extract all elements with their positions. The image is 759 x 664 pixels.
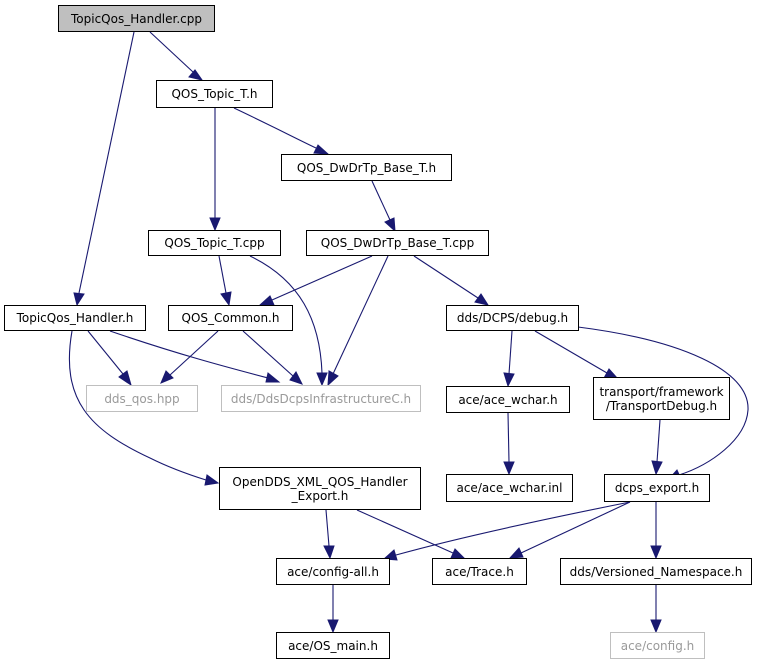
arrowhead-n1-n2 [313,144,330,155]
arrowhead-n1-n3 [209,217,221,232]
edge-n6-n9 [242,330,294,377]
node-ace-config-all-h[interactable]: ace/config-all.h [276,558,390,585]
edge-n0-n1 [149,31,194,73]
edge-n1-n2 [233,107,317,149]
node-dds-qos-hpp[interactable]: dds_qos.hpp [86,385,198,412]
node-dds-versioned-namespace-h[interactable]: dds/Versioned_Namespace.h [560,558,752,585]
edge-n7-n10 [508,330,513,375]
node-opendds-xml-qos-handler-export-h[interactable]: OpenDDS_XML_QOS_Handler _Export.h [219,467,421,510]
node-label: dds/DdsDcpsInfrastructureC.h [230,391,412,406]
arrowhead-n11-n14 [651,460,663,476]
node-label: dds/Versioned_Namespace.h [569,564,743,579]
node-label: dds_qos.hpp [104,391,180,406]
node-label-line1: OpenDDS_XML_QOS_Handler [232,474,408,489]
node-label: TopicQos_Handler.h [16,311,134,325]
arrowhead-n0-n1 [188,69,204,81]
arrowhead-n6-n8 [160,370,174,384]
edge-n6-n8 [169,330,219,376]
arrowhead-n5-n8 [118,370,132,387]
edge-n11-n14 [656,419,661,463]
arrowhead-n7-n10 [503,372,515,388]
node-label: ace/ace_wchar.inl [456,481,563,495]
edge-n4-n6 [271,255,373,301]
edge-n5-n9 [109,330,269,379]
node-label-line2: _Export.h [291,488,349,503]
node-label: QOS_Common.h [181,311,280,325]
edge-n10-n12 [507,412,510,463]
arrowhead-n13-n15 [323,545,335,560]
edge-n3-n6 [218,255,227,294]
edge-n3-n9 [249,255,323,374]
arrowhead-n14-n17 [650,545,662,560]
arrowhead-n14-n15 [382,549,398,561]
node-ace-config-h[interactable]: ace/config.h [610,632,705,659]
node-label: QOS_DwDrTp_Base_T.cpp [320,236,475,250]
node-topicqos-handler-cpp[interactable]: TopicQos_Handler.cpp [58,5,215,32]
node-topicqos-handler-h[interactable]: TopicQos_Handler.h [4,305,146,331]
node-ace-os-main-h[interactable]: ace/OS_main.h [276,632,390,659]
edge-n7-n14 [577,326,749,476]
node-label: ace/ace_wchar.h [458,392,558,407]
node-label: QOS_Topic_T.h [171,87,258,101]
node-ace-ace-wchar-inl[interactable]: ace/ace_wchar.inl [446,474,573,502]
arrowhead-n4-n6 [258,295,275,306]
node-label: QOS_DwDrTp_Base_T.h [296,160,437,175]
arrowhead-n13-n16 [450,548,466,559]
node-ace-ace-wchar-h[interactable]: ace/ace_wchar.h [446,386,570,413]
edge-n14-n16 [520,501,631,554]
arrowhead-n15-n18 [327,619,339,634]
node-label: ace/config-all.h [287,564,379,579]
node-qos-common-h[interactable]: QOS_Common.h [168,305,293,331]
arrowhead-n2-n4 [384,217,396,233]
node-label: dcps_export.h [614,481,700,495]
node-qos-topic-t-h[interactable]: QOS_Topic_T.h [156,80,273,108]
arrowhead-n10-n12 [503,461,515,476]
arrowhead-n5-n13 [204,474,220,486]
node-ace-trace-h[interactable]: ace/Trace.h [432,558,527,585]
arrowhead-n17-n19 [650,619,662,634]
node-dcps-export-h[interactable]: dcps_export.h [604,474,710,502]
node-label: dds/DCPS/debug.h [456,311,569,325]
edge-n4-n7 [413,255,479,299]
edge-n2-n4 [371,180,391,221]
node-label: TopicQos_Handler.cpp [70,11,202,26]
node-qos-dwdrtp-base-t-cpp[interactable]: QOS_DwDrTp_Base_T.cpp [306,230,489,256]
arrowhead-n0-n5 [73,292,85,307]
arrowhead-n14-n16 [508,547,524,559]
node-label: ace/Trace.h [445,564,514,579]
edge-n4-n9 [332,255,389,375]
arrowhead-n5-n9 [265,372,281,383]
arrowhead-n6-n9 [289,371,303,385]
edge-n0-n5 [78,31,135,294]
node-label: ace/config.h [620,638,695,653]
edge-n7-n11 [534,330,608,374]
arrowhead-n4-n9 [327,370,339,387]
node-dds-dcps-debug-h[interactable]: dds/DCPS/debug.h [446,305,579,331]
node-qos-dwdrtp-base-t-h[interactable]: QOS_DwDrTp_Base_T.h [281,154,452,181]
node-label-line1: transport/framework [599,384,724,399]
edge-n14-n15 [395,501,631,556]
node-transport-framework-transportdebug-h[interactable]: transport/framework /TransportDebug.h [593,377,730,420]
arrowhead-n3-n9 [316,372,328,387]
edge-n5-n8 [87,330,124,375]
node-label: ace/OS_main.h [288,638,378,653]
node-dds-ddsdcpsinfrastructurec-h[interactable]: dds/DdsDcpsInfrastructureC.h [221,385,421,412]
node-label: QOS_Topic_T.cpp [164,236,265,250]
arrowhead-n4-n7 [474,293,490,306]
node-label-line2: /TransportDebug.h [605,398,718,413]
edge-n13-n15 [325,509,330,547]
edge-n13-n16 [356,509,454,554]
node-qos-topic-t-cpp[interactable]: QOS_Topic_T.cpp [148,230,281,256]
edge-n5-n13 [68,330,207,481]
arrowhead-n3-n6 [220,291,232,307]
